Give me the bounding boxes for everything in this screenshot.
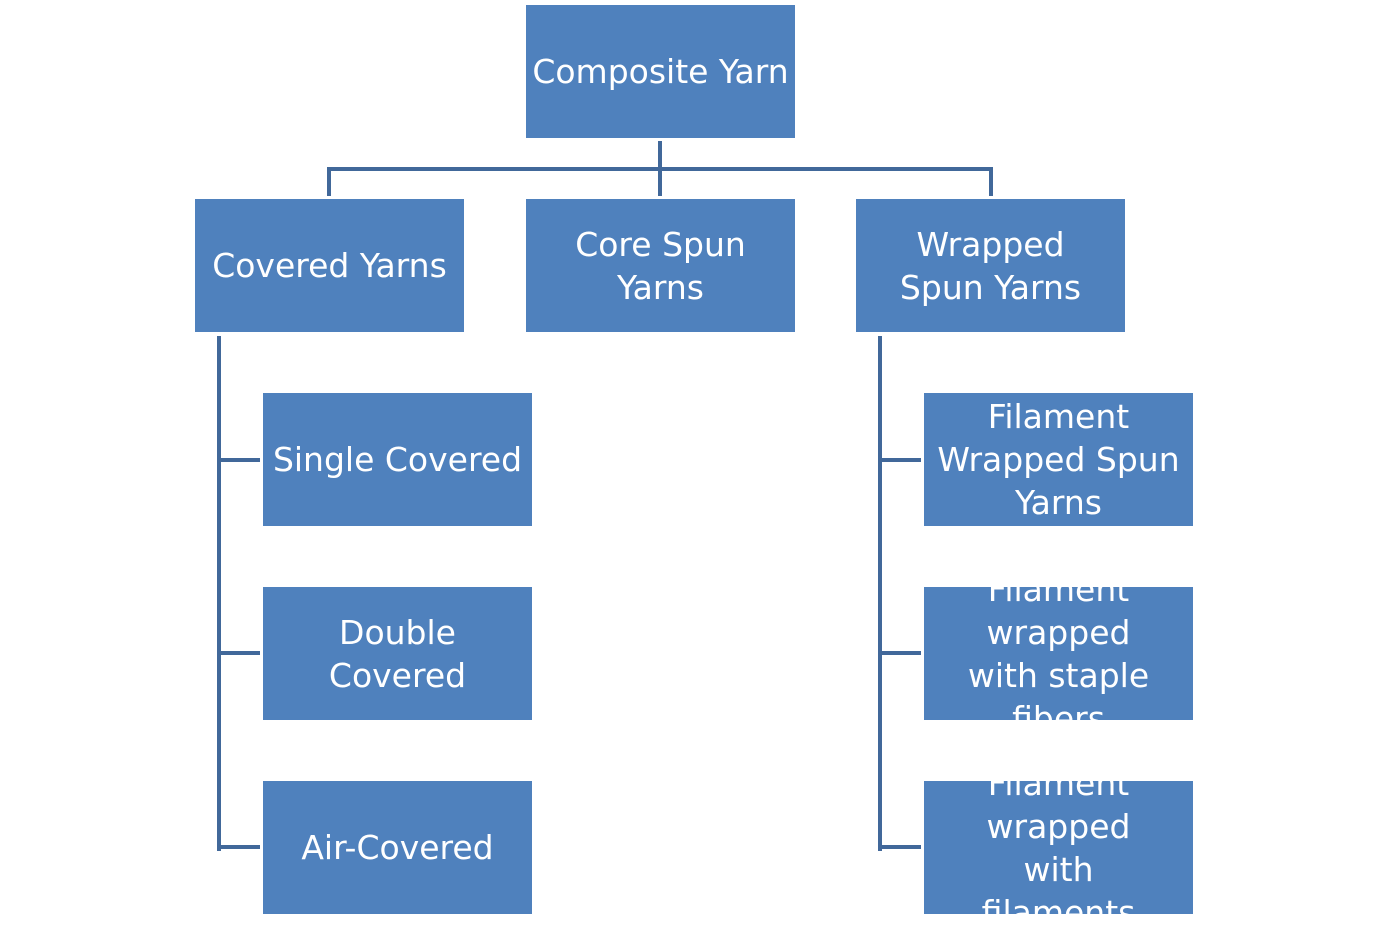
connector-covered-trunk — [217, 336, 221, 851]
node-wrapped-spun-yarns-label: Wrapped Spun Yarns — [899, 224, 1082, 307]
node-filament-wrapped-staple-fibers: Filament wrapped with staple fibers — [924, 570, 1193, 738]
node-covered-yarns-label: Covered Yarns — [212, 246, 447, 285]
connector-wrapped-trunk — [878, 336, 882, 851]
connector-filament-filaments-branch — [878, 845, 921, 849]
node-single-covered: Single Covered — [263, 393, 532, 526]
connector-single-covered-branch — [217, 458, 260, 462]
node-composite-yarn-label: Composite Yarn — [532, 52, 789, 91]
node-double-covered: Double Covered — [263, 587, 532, 720]
node-double-covered-label: Double Covered — [328, 612, 467, 695]
connector-air-covered-branch — [217, 845, 260, 849]
node-filament-wrapped-filaments-label: Filament wrapped with filaments — [981, 763, 1136, 932]
connector-root-stem — [658, 141, 662, 170]
node-covered-yarns: Covered Yarns — [195, 199, 464, 332]
node-core-spun-yarns: Core Spun Yarns — [526, 199, 795, 332]
node-wrapped-spun-yarns: Wrapped Spun Yarns — [856, 199, 1125, 332]
node-filament-wrapped-staple-fibers-label: Filament wrapped with staple fibers — [967, 569, 1150, 738]
node-filament-wrapped-filaments: Filament wrapped with filaments — [924, 764, 1193, 932]
connector-double-covered-branch — [217, 651, 260, 655]
connector-filament-wrapped-spun-branch — [878, 458, 921, 462]
node-filament-wrapped-spun-yarns-label: Filament Wrapped Spun Yarns — [937, 397, 1180, 522]
node-single-covered-label: Single Covered — [272, 440, 523, 479]
node-filament-wrapped-spun-yarns: Filament Wrapped Spun Yarns — [924, 393, 1193, 526]
connector-covered-drop — [327, 167, 331, 196]
node-composite-yarn: Composite Yarn — [526, 5, 795, 138]
connector-wrapped-drop — [989, 167, 993, 196]
node-air-covered: Air-Covered — [263, 781, 532, 914]
node-core-spun-yarns-label: Core Spun Yarns — [575, 224, 746, 307]
connector-filament-staple-branch — [878, 651, 921, 655]
node-air-covered-label: Air-Covered — [301, 828, 494, 867]
connector-core-drop — [658, 167, 662, 196]
